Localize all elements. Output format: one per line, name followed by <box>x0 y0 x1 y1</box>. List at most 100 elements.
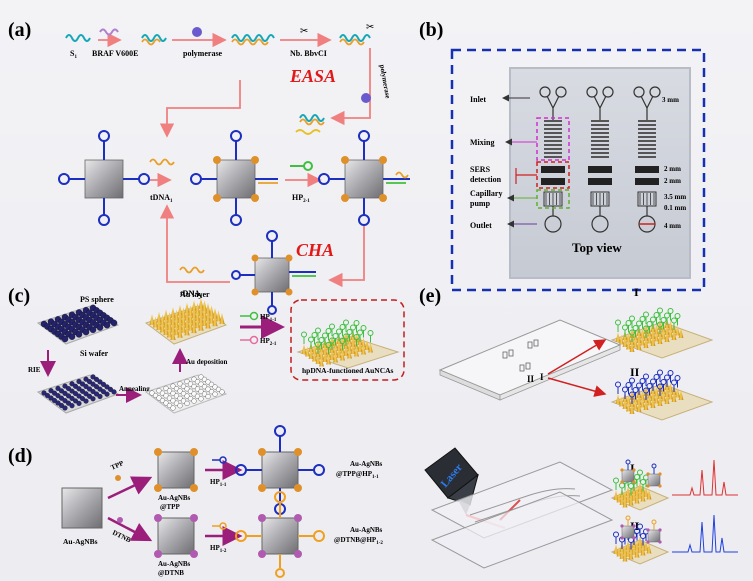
regen-strand-2-icon <box>299 118 325 126</box>
cone-mark <box>657 382 663 392</box>
hairpin-loop <box>339 338 346 344</box>
cone-mark <box>177 304 183 316</box>
cone-mark <box>166 319 173 331</box>
cone-mark <box>629 328 635 338</box>
hairpin-loop <box>615 319 621 326</box>
cone-mark <box>633 337 638 348</box>
channel-group <box>539 86 661 233</box>
cone-mark <box>631 545 637 555</box>
cone-mark <box>661 329 666 340</box>
hairpin-loop <box>636 382 642 389</box>
cone-mark <box>350 344 356 354</box>
hp-bot-icon <box>219 522 227 530</box>
hairpin-loop <box>664 374 670 381</box>
cone-mark <box>215 310 222 322</box>
cone-mark <box>170 329 176 340</box>
sphere-mark <box>83 383 89 390</box>
mixing-label: Mixing <box>470 138 494 147</box>
cone-mark <box>357 342 363 352</box>
arrow-e1 <box>547 339 607 375</box>
panel-d-label: (d) <box>8 445 32 467</box>
dim-4: 3.5 mm <box>664 193 686 201</box>
final-top2: @TPP@HP1-1 <box>336 470 379 480</box>
sphere-mark <box>55 385 61 391</box>
capillary-label: Capillary <box>470 189 502 198</box>
hairpin-loop <box>640 533 646 539</box>
start-cube <box>61 487 103 529</box>
cone-mark <box>637 536 643 546</box>
cone-mark <box>668 382 673 393</box>
sphere-mark <box>58 388 65 394</box>
nicked-strand-icon <box>339 34 371 42</box>
cone-mark <box>194 310 201 321</box>
cone-mark <box>177 312 183 324</box>
cone-mark <box>637 543 643 553</box>
sphere-mark <box>187 396 194 402</box>
cone-mark <box>149 314 155 325</box>
sphere-mark <box>72 398 79 404</box>
regen-strand-icon <box>299 114 325 122</box>
hairpin-loop <box>667 370 674 376</box>
hairpin-loop <box>343 319 349 326</box>
hairpin-loop <box>613 531 619 538</box>
cone-mark <box>643 324 649 334</box>
cone-mark <box>187 305 194 316</box>
cone-mark <box>629 390 635 400</box>
sphere-mark <box>194 379 201 385</box>
cone-mark <box>643 386 649 396</box>
sphere-mark <box>219 389 225 395</box>
dtnb-cube <box>154 514 198 558</box>
hp21-label: HP2-1 <box>260 337 277 347</box>
cone-mark <box>191 322 197 334</box>
cone-mark <box>170 307 176 319</box>
hairpin-loop <box>653 312 660 318</box>
cone-mark <box>654 386 659 397</box>
sphere-mark <box>198 381 204 387</box>
hairpin-loop <box>660 317 667 323</box>
sphere-mark <box>170 398 176 404</box>
cone-mark <box>640 491 646 502</box>
cone-mark <box>678 328 684 338</box>
cone-mark <box>657 320 663 330</box>
sphere-mark <box>170 405 176 411</box>
sphere-mark <box>68 333 76 340</box>
cone-mark <box>622 399 628 409</box>
sphere-mark <box>90 374 96 380</box>
sphere-mark <box>76 386 82 392</box>
sphere-mark <box>97 386 103 392</box>
hairpin-loop <box>325 342 332 348</box>
tpp-name1: Au-AgNBs <box>158 494 191 502</box>
cone-mark <box>657 334 663 344</box>
cone-mark <box>322 345 328 355</box>
hairpin-loop <box>315 327 321 334</box>
sphere-mark <box>180 391 187 397</box>
sphere-mark <box>86 386 93 392</box>
sphere-mark <box>156 388 162 394</box>
polymerase-icon <box>192 27 202 37</box>
sphere-mark <box>61 335 69 343</box>
dtnb-probe <box>235 491 325 578</box>
sphere-mark <box>173 393 180 399</box>
cone-mark <box>159 314 166 326</box>
sphere-mark <box>86 393 93 399</box>
hairpin-loop <box>657 321 663 328</box>
cone-mark <box>657 396 663 406</box>
cone-mark <box>613 490 619 500</box>
sphere-mark <box>72 383 79 389</box>
sphere-mark <box>44 392 51 399</box>
hairpin-loop <box>634 474 640 480</box>
sphere-mark <box>152 392 159 399</box>
hairpin-loop <box>332 333 339 339</box>
hairpin-loop <box>315 341 321 348</box>
sphere-mark <box>149 390 155 396</box>
cone-mark <box>654 331 659 342</box>
cone-mark <box>198 319 204 331</box>
cone-mark <box>671 330 677 340</box>
hp-top-icon <box>219 456 227 464</box>
cone-mark <box>166 311 173 323</box>
hairpin-loop <box>629 391 635 398</box>
hairpin-loop <box>667 308 674 314</box>
mixing-box <box>536 117 570 161</box>
polymerase-2-icon <box>361 93 371 103</box>
cone-mark <box>336 348 342 358</box>
